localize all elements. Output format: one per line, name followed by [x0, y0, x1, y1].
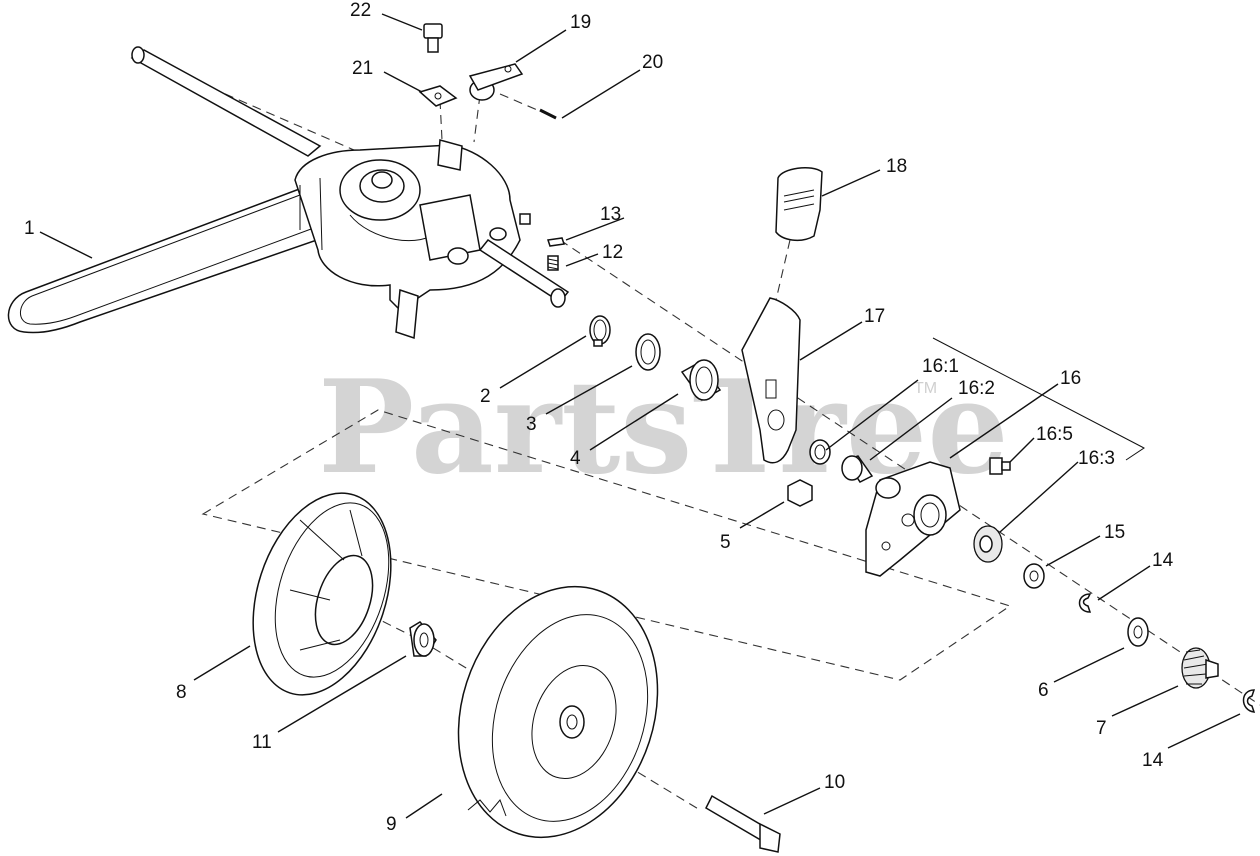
drive-shaft-part: [130, 46, 322, 157]
lever-part-19: [468, 63, 524, 101]
wheel-assembly-dashed-outline: [201, 409, 1012, 681]
watermark-trademark: TM: [914, 380, 937, 397]
callout-10: 10: [824, 772, 845, 793]
output-shaft-part: [478, 239, 570, 308]
handle-grip-part-18: [775, 166, 823, 242]
bracket-assembly-bracket: [932, 337, 1145, 461]
callout-16-3: 16:3: [1078, 448, 1115, 469]
fitting-part: [519, 213, 531, 225]
handle-axis-line: [775, 239, 791, 301]
bearing-part-16-3: [973, 525, 1003, 563]
grease-fitting-part-16-5: [989, 457, 1011, 475]
callout-5: 5: [720, 532, 731, 553]
wheel-part-9: [457, 585, 659, 839]
callout-13: 13: [600, 204, 621, 225]
callout-16-1: 16:1: [922, 356, 959, 377]
callout-21: 21: [352, 58, 373, 79]
wheel-bracket-part-16: [865, 461, 961, 577]
clip-part-14-lower: [1242, 689, 1256, 713]
bolt-part-22: [423, 23, 443, 53]
callout-11: 11: [252, 732, 272, 753]
spacer-part-16-2: [841, 455, 874, 483]
wheel-cover-part-8: [252, 492, 392, 696]
drive-belt-part: [7, 184, 342, 334]
callout-16: 16: [1060, 368, 1081, 389]
callout-8: 8: [176, 682, 187, 703]
bushing-part-4: [680, 359, 722, 401]
washer-part-15: [1023, 563, 1045, 589]
bearing-part-16-1: [809, 439, 831, 465]
callout-4: 4: [570, 448, 581, 469]
callout-15: 15: [1104, 522, 1125, 543]
callout-22: 22: [350, 0, 371, 21]
callout-6: 6: [1038, 680, 1049, 701]
washer-part-3: [635, 333, 661, 371]
washer-part-6: [1127, 617, 1149, 647]
callout-14-upper: 14: [1152, 550, 1174, 571]
callout-labels: 22 19 20 21 1 18 13 12 17 16 16:1 16:2 1…: [24, 0, 1174, 835]
transmission-housing-part: [294, 139, 521, 340]
gear-part-7: [1181, 647, 1219, 689]
callout-9: 9: [386, 814, 397, 835]
axle-bolt-part-10: [705, 794, 781, 853]
callout-1: 1: [24, 218, 35, 239]
callout-19: 19: [570, 12, 591, 33]
callout-7: 7: [1096, 718, 1107, 739]
callout-14-lower: 14: [1142, 750, 1164, 771]
height-adjust-plate-part-17: [741, 297, 801, 464]
callout-16-5: 16:5: [1036, 424, 1073, 445]
callout-17: 17: [864, 306, 885, 327]
nut-part-5: [787, 479, 813, 507]
callout-3: 3: [526, 414, 537, 435]
callout-2: 2: [480, 386, 491, 407]
callout-20: 20: [642, 52, 663, 73]
plate-part-21: [418, 85, 458, 107]
retaining-ring-part-2: [589, 315, 611, 347]
spring-part-12: [547, 255, 559, 271]
callout-12: 12: [602, 242, 623, 263]
callout-16-2: 16:2: [958, 378, 995, 399]
key-part-13: [547, 237, 565, 247]
wheel-bearing-part-11: [409, 621, 437, 657]
callout-18: 18: [886, 156, 907, 177]
callout-leader-lines: [39, 13, 1241, 819]
pin-part-20: [539, 108, 557, 120]
clip-part-14-upper: [1078, 593, 1092, 613]
